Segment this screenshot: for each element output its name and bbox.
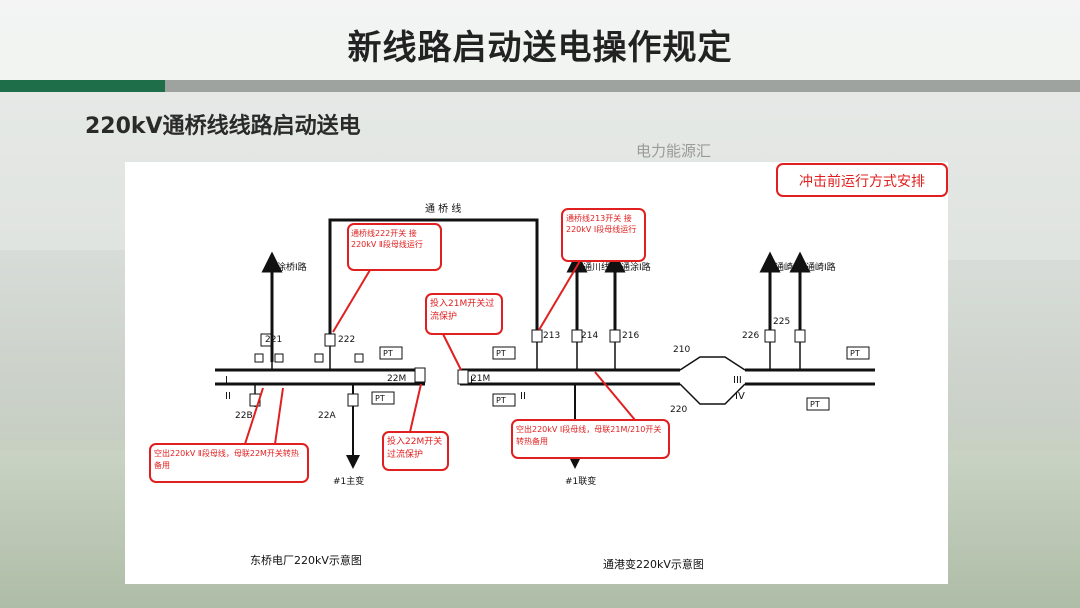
switch-l2	[274, 353, 284, 363]
label-22B: 22B	[235, 411, 253, 421]
link-220	[679, 383, 746, 405]
title-underline	[165, 80, 1080, 92]
label-transformer-right: #1联变	[565, 475, 596, 487]
callout-left-bottom-box	[149, 443, 309, 483]
callout-213-pointer	[538, 260, 581, 331]
pt-right-3	[846, 346, 870, 360]
callout-222-pointer	[332, 269, 371, 333]
label-222: 222	[338, 335, 355, 345]
callout-left-bottom: 空出220kV Ⅱ段母线，母联22M开关转热备用	[154, 449, 299, 470]
pt-right-3-label: PT	[850, 349, 860, 358]
bus-label-IV: IV	[735, 391, 745, 402]
label-214: 214	[581, 331, 598, 341]
switch-l4	[354, 353, 364, 363]
switch-l3	[314, 353, 324, 363]
callout-right-bottom: 空出220kV Ⅰ段母线，母联21M/210开关转热备用	[516, 425, 662, 446]
tongqiao-line	[328, 218, 539, 334]
pt-right-1-label: PT	[496, 349, 506, 358]
callout-222-box	[347, 223, 442, 271]
caption-right: 通港变220kV示意图	[603, 557, 704, 571]
pt-right-2	[492, 393, 516, 407]
pt-left-2-label: PT	[375, 394, 385, 403]
label-225: 225	[773, 317, 790, 327]
mode-badge: 冲击前运行方式安排	[799, 173, 925, 190]
section-subtitle: 220kV通桥线线路启动送电	[85, 114, 361, 139]
watermark: 电力能源汇	[636, 142, 712, 160]
label-22A: 22A	[318, 411, 336, 421]
callout-right-bottom-box	[511, 419, 670, 459]
breaker-226	[764, 329, 776, 343]
label-22M: 22M	[387, 374, 406, 384]
breaker-22A	[347, 393, 359, 407]
label-226: 226	[742, 331, 759, 341]
label-transformer-left: #1主变	[333, 475, 364, 487]
breaker-225	[794, 329, 806, 343]
label-tongqi2: 通崎Ⅱ路	[775, 261, 806, 273]
label-tuqiao1: 涂桥Ⅰ路	[277, 261, 307, 273]
pt-right-2-label: PT	[496, 396, 506, 405]
label-tongtu1: 通涂Ⅰ路	[621, 261, 651, 273]
callout-22m-box	[382, 431, 449, 471]
callout-22m-pointer	[409, 383, 422, 433]
label-216: 216	[622, 331, 639, 341]
bus-label-left-II: II	[225, 391, 231, 402]
bus-label-right-I: I	[470, 375, 473, 386]
top-line-label: 通 桥 线	[425, 202, 461, 215]
callout-left-bottom-pointer	[244, 387, 264, 445]
label-213: 213	[543, 331, 560, 341]
breaker-221	[260, 333, 272, 347]
label-220: 220	[670, 405, 687, 415]
label-tongchuan: 通川线	[583, 261, 610, 273]
callout-21m-box	[425, 293, 503, 335]
breaker-22M	[414, 367, 426, 383]
callout-22m: 投入22M开关过流保护	[387, 437, 443, 460]
title-underline-accent	[0, 80, 165, 92]
callout-left-bottom-pointer-2	[274, 387, 284, 445]
breaker-222	[324, 333, 336, 347]
callout-213-box	[561, 208, 646, 262]
breaker-216	[609, 329, 621, 343]
callout-213: 通桥线213开关 接220kV Ⅰ段母线运行	[566, 214, 637, 234]
link-210	[679, 356, 746, 371]
callout-21m: 投入21M开关过流保护	[430, 299, 495, 322]
breaker-213	[531, 329, 543, 343]
label-tongqi1: 通崎Ⅰ路	[806, 261, 836, 273]
single-line-diagram: 冲击前运行方式安排 通 桥 线 I II 涂桥Ⅰ路 221 222 22M PT…	[149, 163, 948, 571]
label-210: 210	[673, 345, 690, 355]
bus-label-left-I: I	[225, 375, 228, 386]
page-title: 新线路启动送电操作规定	[347, 28, 733, 68]
pt-right-4-label: PT	[810, 400, 820, 409]
mode-badge-box	[776, 163, 948, 197]
switch-l1	[254, 353, 264, 363]
caption-left: 东桥电厂220kV示意图	[250, 553, 362, 567]
pt-left-2	[371, 391, 395, 405]
pt-left-1-label: PT	[383, 349, 393, 358]
bus-label-III: III	[733, 375, 742, 386]
callout-right-bottom-pointer	[594, 371, 636, 421]
breaker-21M	[457, 369, 469, 385]
bus-label-right-II: II	[520, 391, 526, 402]
pt-right-1	[492, 346, 516, 360]
label-221: 221	[265, 335, 282, 345]
pt-right-4	[806, 397, 830, 411]
callout-222: 通桥线222开关 接220kV Ⅱ段母线运行	[351, 229, 423, 249]
diagram-panel: 冲击前运行方式安排 通 桥 线 I II 涂桥Ⅰ路 221 222 22M PT…	[125, 162, 948, 584]
callout-21m-pointer	[442, 333, 462, 371]
title-area	[0, 0, 1080, 80]
label-21M: 21M	[471, 374, 490, 384]
pt-left-1	[379, 346, 403, 360]
background-substation-right	[940, 260, 1080, 450]
